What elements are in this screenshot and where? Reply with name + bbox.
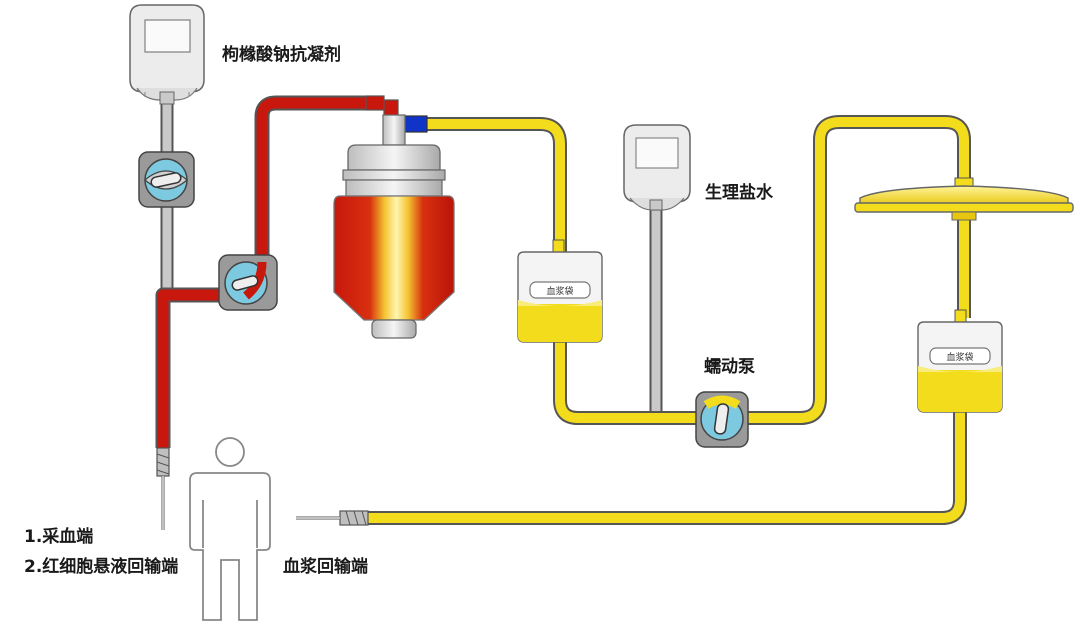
patient-figure — [189, 437, 271, 621]
plasma-bag-2-label: 血浆袋 — [946, 351, 973, 363]
plasma-tube — [368, 115, 971, 525]
plasma-bag-1-label: 血浆袋 — [546, 285, 573, 297]
blood-pump — [218, 254, 278, 311]
plasma-bag-1: 血浆袋 — [517, 239, 603, 343]
plasma-bag-2: 血浆袋 — [917, 309, 1003, 413]
anticoagulant-bag — [129, 4, 205, 105]
plasma-return-label: 血浆回输端 — [283, 557, 368, 577]
saline-label: 生理盐水 — [705, 183, 773, 203]
plasma-filter — [854, 177, 1074, 221]
anticoagulant-clamp — [138, 151, 195, 208]
rbc-return-label: 2.红细胞悬液回输端 — [24, 557, 179, 577]
saline-bag — [623, 124, 691, 211]
peristaltic-pump — [695, 391, 749, 448]
anticoagulant-label: 枸橼酸钠抗凝剂 — [222, 45, 341, 65]
peristaltic-pump-label: 蠕动泵 — [704, 357, 755, 377]
collection-end-label: 1.采血端 — [24, 527, 94, 547]
centrifuge-bowl — [333, 95, 455, 339]
plasma-return-needle — [296, 510, 369, 526]
collection-needle — [156, 447, 170, 530]
